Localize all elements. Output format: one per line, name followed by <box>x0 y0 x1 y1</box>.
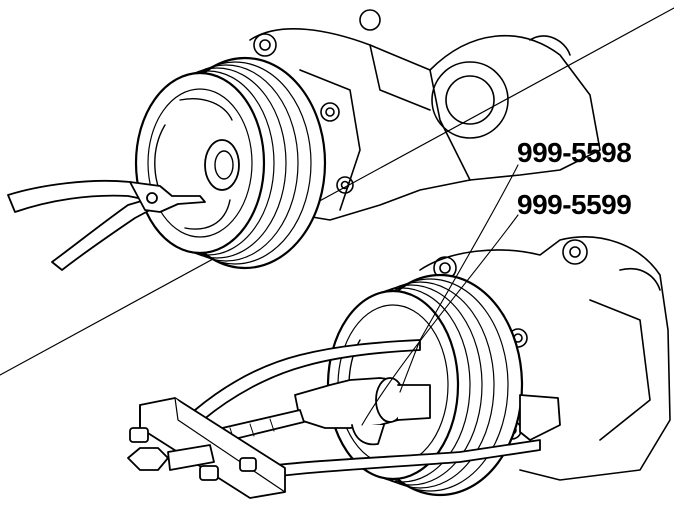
top-compressor-body <box>249 9 601 221</box>
leader-line-999-5599 <box>361 214 519 426</box>
part-number-label-999-5599: 999-5599 <box>517 189 632 220</box>
divider-line <box>0 7 674 376</box>
snap-ring-pliers <box>7 179 206 271</box>
top-clutch-pulley <box>134 56 327 270</box>
puller-tool <box>127 339 561 499</box>
leader-line-999-5598 <box>399 164 519 393</box>
part-number-label-999-5598: 999-5598 <box>517 137 632 168</box>
